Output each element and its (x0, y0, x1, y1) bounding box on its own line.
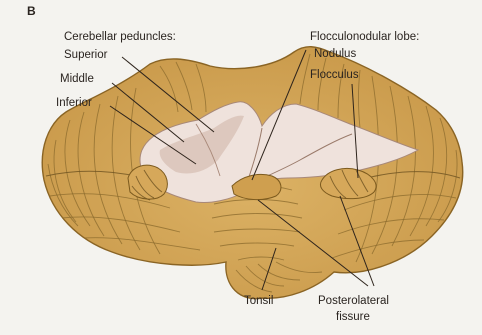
flocculus-left (128, 165, 167, 200)
label-nodulus: Nodulus (314, 48, 356, 60)
label-superior: Superior (64, 49, 108, 61)
label-middle: Middle (60, 73, 94, 85)
panel-label: B (27, 4, 36, 18)
label-flocculonodular-lobe: Flocculonodular lobe: (310, 31, 419, 43)
label-posterolateral: Posterolateral (318, 295, 389, 307)
label-cerebellar-peduncles: Cerebellar peduncles: (64, 31, 176, 43)
label-tonsil: Tonsil (244, 295, 273, 307)
label-flocculus: Flocculus (310, 69, 359, 81)
label-inferior: Inferior (56, 97, 92, 109)
label-fissure: fissure (336, 311, 370, 323)
